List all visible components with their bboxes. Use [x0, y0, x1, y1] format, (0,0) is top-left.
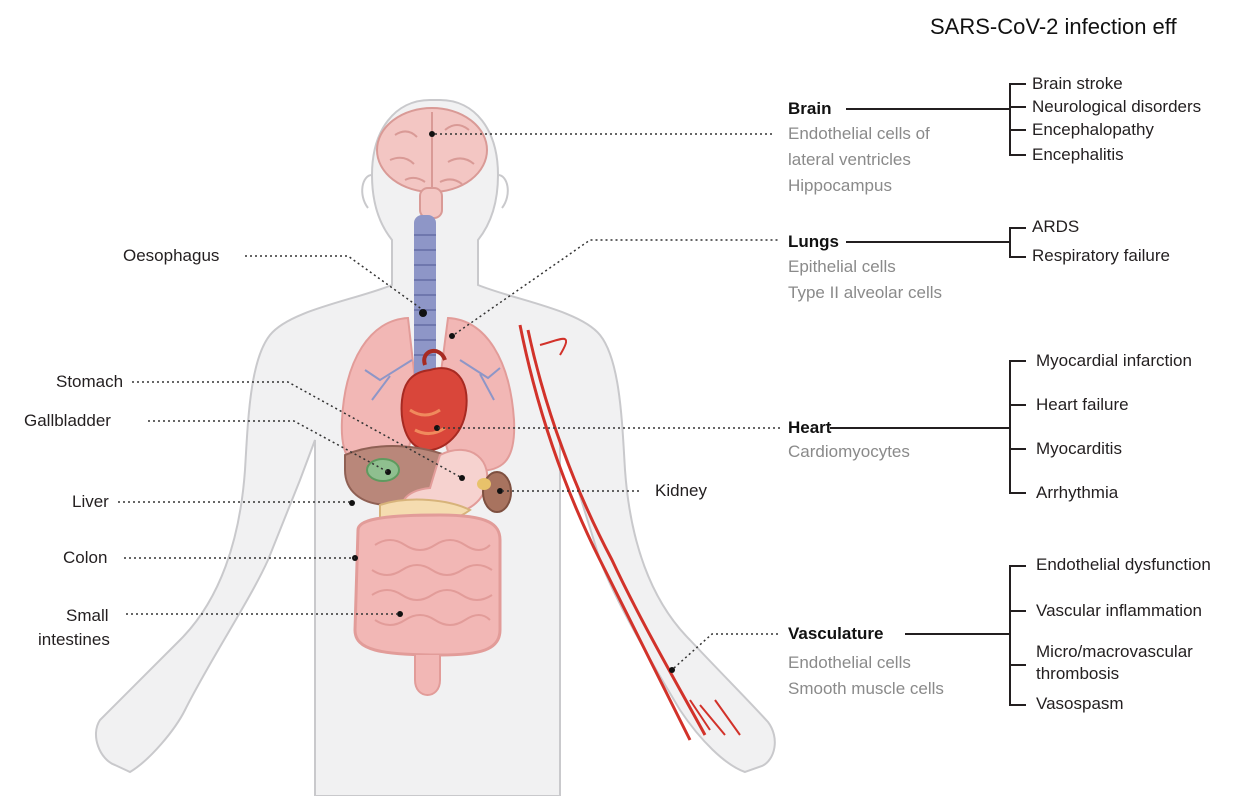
- brain-effect-1: Brain stroke: [1032, 74, 1123, 94]
- ear-right: [498, 175, 508, 208]
- vasculature-detail-1: Endothelial cells: [788, 650, 944, 676]
- brain-effect-3: Encephalopathy: [1032, 120, 1154, 140]
- brain-bracket: [1010, 84, 1026, 155]
- heart-effect-4: Arrhythmia: [1036, 483, 1118, 503]
- lungs-detail-2: Type II alveolar cells: [788, 280, 942, 306]
- heart-bracket: [1010, 361, 1026, 493]
- vasculature-effect-2: Vascular inflammation: [1036, 601, 1202, 621]
- organ-heart-details: Cardiomyocytes: [788, 439, 910, 465]
- organ-lungs-details: Epithelial cells Type II alveolar cells: [788, 254, 942, 306]
- label-small-intestines-line2: intestines: [38, 630, 110, 650]
- brain-detail-2: lateral ventricles: [788, 147, 930, 173]
- label-stomach: Stomach: [56, 372, 123, 392]
- organ-brain-details: Endothelial cells of lateral ventricles …: [788, 121, 930, 199]
- heart-effect-3: Myocarditis: [1036, 439, 1122, 459]
- vasculature-effect-3a: Micro/macrovascular: [1036, 642, 1193, 662]
- lungs-effect-1: ARDS: [1032, 217, 1079, 237]
- brain-detail-3: Hippocampus: [788, 173, 930, 199]
- label-gallbladder: Gallbladder: [24, 411, 111, 431]
- organ-heart-title: Heart: [788, 418, 831, 438]
- vasculature-detail-2: Smooth muscle cells: [788, 676, 944, 702]
- brain-effect-4: Encephalitis: [1032, 145, 1124, 165]
- vasculature-effect-1: Endothelial dysfunction: [1036, 555, 1211, 575]
- vasculature-bracket: [1010, 566, 1026, 705]
- figure-title: SARS-CoV-2 infection eff: [930, 14, 1177, 40]
- label-kidney: Kidney: [655, 481, 707, 501]
- organ-brain-title: Brain: [788, 99, 831, 119]
- vasculature-effect-3b: thrombosis: [1036, 664, 1119, 684]
- organ-lungs-title: Lungs: [788, 232, 839, 252]
- heart-detail-1: Cardiomyocytes: [788, 439, 910, 465]
- label-liver: Liver: [72, 492, 109, 512]
- organ-vasculature-title: Vasculature: [788, 624, 883, 644]
- label-oesophagus: Oesophagus: [123, 246, 219, 266]
- ear-left: [362, 175, 372, 208]
- vasculature-effect-4: Vasospasm: [1036, 694, 1124, 714]
- organ-vasculature-details: Endothelial cells Smooth muscle cells: [788, 650, 944, 702]
- lungs-detail-1: Epithelial cells: [788, 254, 942, 280]
- label-small-intestines-line1: Small: [66, 606, 109, 626]
- lungs-effect-2: Respiratory failure: [1032, 246, 1170, 266]
- brain-detail-1: Endothelial cells of: [788, 121, 930, 147]
- lungs-bracket: [1010, 228, 1026, 257]
- label-colon: Colon: [63, 548, 107, 568]
- heart-effect-1: Myocardial infarction: [1036, 351, 1192, 371]
- brain-effect-2: Neurological disorders: [1032, 97, 1201, 117]
- heart-effect-2: Heart failure: [1036, 395, 1129, 415]
